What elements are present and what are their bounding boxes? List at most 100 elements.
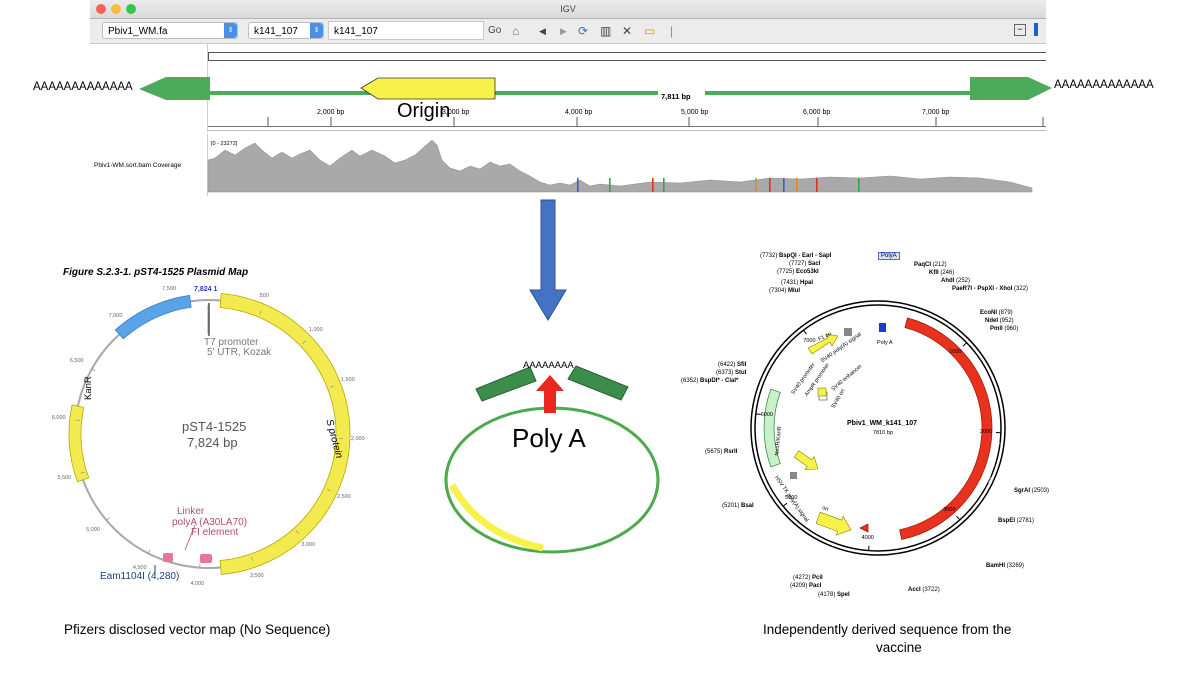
restriction-site-label[interactable]: (4209) PacI: [790, 583, 821, 589]
variant-bar: [769, 178, 771, 192]
restriction-site-label[interactable]: AccI (3722): [908, 587, 940, 593]
forward-icon[interactable]: ▶: [560, 26, 567, 36]
restriction-site-label[interactable]: (6422) SfiI: [718, 362, 746, 368]
restriction-site-label[interactable]: (7727) SacI: [789, 261, 820, 267]
restriction-site-label[interactable]: (7431) HpaI: [781, 280, 813, 286]
site-position: (6422): [718, 362, 738, 368]
hsv-tk-feature[interactable]: [792, 447, 822, 475]
refresh-icon[interactable]: ⟳: [578, 24, 589, 38]
toolbar-divider: |: [670, 24, 674, 38]
sv40-polya-feature[interactable]: [844, 328, 852, 336]
coverage-track-name[interactable]: Pbiv1-WM.sort.bam Coverage: [94, 162, 182, 169]
left-plasmid-name: pST4-1525: [182, 419, 247, 434]
popup-text-icon[interactable]: ▭: [644, 24, 656, 38]
site-name: BamHI: [986, 563, 1007, 569]
restriction-site-label[interactable]: (6352) BspDI* - ClaI*: [681, 378, 738, 384]
left-feature-arrow[interactable]: [139, 77, 210, 100]
left-tick-label: 4,000: [190, 580, 205, 587]
resize-icon[interactable]: ✕: [622, 24, 633, 38]
site-position: (4272): [793, 575, 813, 581]
site-name: SpeI: [837, 592, 850, 598]
tick-label-6000: 6,000 bp: [803, 109, 831, 116]
contig-length-label: 7,811 bp: [661, 92, 691, 101]
site-position: (4178): [818, 592, 838, 598]
left-map-tick: [126, 328, 130, 332]
restriction-site-label[interactable]: (5675) RsrII: [705, 449, 737, 455]
restriction-site-label[interactable]: PmlI (960): [990, 326, 1018, 332]
origin-feature-arrow[interactable]: [360, 77, 496, 100]
linker-feature[interactable]: [163, 553, 173, 562]
go-button[interactable]: Go: [488, 25, 502, 36]
tick-label-5000: 5,000 bp: [681, 109, 709, 116]
title-bar: IGV: [90, 0, 1046, 19]
genome-select-value: Pbiv1_WM.fa: [108, 26, 168, 37]
left-tick-label: 6,500: [69, 358, 84, 365]
site-name: NdeI: [985, 318, 1000, 324]
close-window-button[interactable]: [96, 4, 106, 14]
ruler-divider: [208, 130, 1046, 131]
kanr-feature[interactable]: [68, 404, 90, 483]
restriction-site-label[interactable]: AhdI (252): [941, 278, 970, 284]
region-icon[interactable]: ▥: [600, 24, 612, 38]
home-icon[interactable]: ⌂: [512, 24, 520, 38]
left-tick-label: 2,000: [350, 436, 365, 443]
site-name: EcoNI: [980, 310, 999, 316]
restriction-site-label[interactable]: NdeI (952): [985, 318, 1014, 324]
restriction-site-label[interactable]: (7725) Eco53kI: [777, 269, 819, 275]
restriction-site-label[interactable]: (7732) BspQI - EarI - SapI: [760, 253, 831, 259]
left-map-tick: [147, 549, 151, 554]
left-map-tick: [106, 517, 110, 521]
restriction-site-label[interactable]: (6373) StuI: [716, 370, 746, 376]
restriction-site-label[interactable]: BamHI (3269): [986, 563, 1024, 569]
zoom-out-icon[interactable]: −: [1014, 24, 1026, 36]
polya-label: polyA (A30LA70): [172, 517, 248, 528]
site-name: PaqCI: [914, 262, 933, 268]
restriction-site-label[interactable]: SgrAI (2503): [1014, 488, 1049, 494]
tick-label-2000: 2,000 bp: [317, 109, 345, 116]
neor-kanr-feature[interactable]: [763, 388, 781, 468]
zoom-slider[interactable]: [1034, 23, 1038, 36]
spike-feature[interactable]: [859, 317, 993, 540]
variant-bar: [663, 178, 665, 192]
right-outer-circle: [750, 300, 1006, 556]
locus-input-value: k141_107: [334, 26, 378, 37]
back-icon[interactable]: ◀: [539, 26, 546, 36]
minimize-window-button[interactable]: [111, 4, 121, 14]
red-arrow-icon: [536, 375, 564, 413]
polya-block[interactable]: [879, 323, 886, 332]
site-position: (7725): [777, 269, 797, 275]
left-map-tick: [326, 488, 331, 491]
restriction-site-label[interactable]: BspEI (2781): [998, 518, 1034, 524]
right-feature-arrow[interactable]: [970, 77, 1052, 100]
zoom-window-button[interactable]: [126, 4, 136, 14]
variant-bar: [577, 178, 579, 192]
f1-ori-feature[interactable]: [807, 333, 839, 355]
left-tick-label: 3,000: [301, 542, 316, 549]
site-name: SgrAI: [1014, 488, 1032, 494]
utr-kozak-label: 5' UTR, Kozak: [207, 347, 272, 358]
left-origin-marker: 7,824 1: [194, 286, 218, 293]
s-protein-feature[interactable]: [219, 293, 351, 575]
restriction-site-label[interactable]: EcoNI (879): [980, 310, 1013, 316]
restriction-site-label[interactable]: PaqCI (212): [914, 262, 947, 268]
polya-right-label: AAAAAAAAAAAAA: [1054, 79, 1154, 91]
sv40-ori-feature[interactable]: [817, 387, 827, 397]
restriction-site-label[interactable]: KflI (246): [929, 270, 954, 276]
site-position: (4209): [790, 583, 810, 589]
ori-feature[interactable]: [114, 294, 192, 340]
left-map-tick: [302, 340, 306, 344]
ori-feature[interactable]: [815, 508, 855, 539]
variant-bar: [652, 178, 654, 192]
locus-input[interactable]: k141_107: [328, 21, 484, 40]
polya-feature[interactable]: [200, 554, 212, 563]
feature-overlay: [139, 77, 1052, 193]
site-name: BspEI: [998, 518, 1017, 524]
genome-select[interactable]: Pbiv1_WM.fa ⇕: [102, 22, 238, 39]
polya-tag[interactable]: PolyA: [878, 252, 900, 260]
restriction-site-label[interactable]: PaeR7I - PspXI - XhoI (322): [952, 286, 1028, 292]
restriction-site-label[interactable]: (7304) MluI: [769, 288, 800, 294]
restriction-site-label[interactable]: (5201) BsaI: [722, 503, 754, 509]
chromosome-select[interactable]: k141_107 ⇕: [248, 22, 324, 39]
restriction-site-label[interactable]: (4178) SpeI: [818, 592, 850, 598]
restriction-site-label[interactable]: (4272) PciI: [793, 575, 823, 581]
